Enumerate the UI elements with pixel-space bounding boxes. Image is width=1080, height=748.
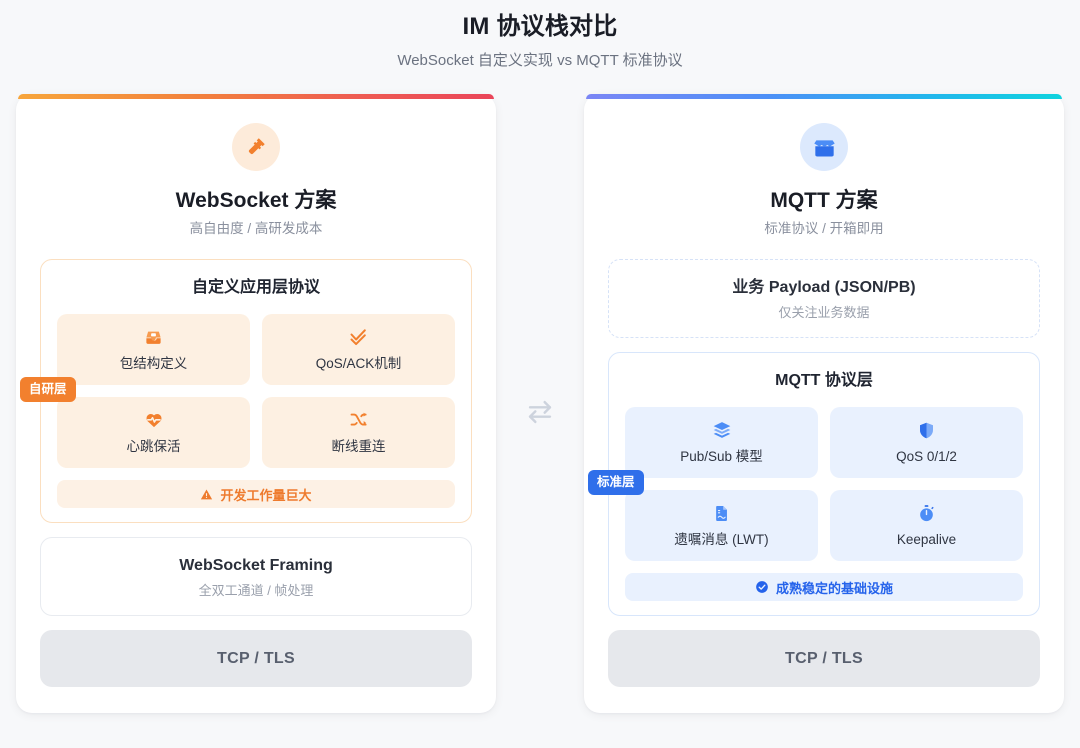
tile-reconnect[interactable]: 断线重连	[262, 397, 455, 468]
tile-qos-ack[interactable]: QoS/ACK机制	[262, 314, 455, 385]
file-script-icon	[633, 503, 810, 523]
mqtt-info-bar: 成熟稳定的基础设施	[625, 573, 1023, 601]
page-title: IM 协议栈对比	[462, 13, 618, 40]
mqtt-accent-bar	[586, 94, 1062, 99]
mqtt-subtitle: 标准协议 / 开箱即用	[764, 221, 884, 236]
tile-packet-structure[interactable]: 包结构定义	[57, 314, 250, 385]
mqtt-base-layer-block: TCP / TLS	[608, 630, 1040, 687]
mqtt-protocol-layer-title: MQTT 协议层	[775, 372, 873, 389]
mqtt-feature-grid: Pub/Sub 模型 QoS 0/1/2	[625, 407, 1023, 561]
tile-pubsub-model[interactable]: Pub/Sub 模型	[625, 407, 818, 478]
layers-icon	[633, 420, 810, 440]
websocket-card-header: WebSocket 方案 高自由度 / 高研发成本	[16, 99, 496, 245]
websocket-warning-bar: 开发工作量巨大	[57, 480, 455, 508]
tile-lwt-message[interactable]: 遗嘱消息 (LWT)	[625, 490, 818, 561]
websocket-app-layer-section: 自研层 自定义应用层协议	[20, 259, 472, 523]
websocket-app-layer-box: 自定义应用层协议 包结构定义	[40, 259, 472, 523]
page-subtitle: WebSocket 自定义实现 vs MQTT 标准协议	[397, 52, 683, 69]
shuffle-icon	[270, 410, 447, 430]
tile-label: QoS/ACK机制	[315, 356, 402, 371]
tile-label: 包结构定义	[119, 356, 188, 371]
websocket-framing-block: WebSocket Framing 全双工通道 / 帧处理	[40, 537, 472, 616]
mqtt-protocol-layer-box: MQTT 协议层 Pub/Sub 模型	[608, 352, 1040, 616]
heart-pulse-icon	[65, 410, 242, 430]
tile-label: 心跳保活	[126, 439, 181, 454]
mqtt-card: MQTT 方案 标准协议 / 开箱即用 业务 Payload (JSON/PB)…	[584, 94, 1064, 713]
websocket-column: WebSocket 方案 高自由度 / 高研发成本 自研层 自定义应用层协议	[16, 94, 496, 713]
hammer-icon	[232, 123, 280, 171]
exchange-separator	[496, 94, 584, 730]
websocket-base-layer-title: TCP / TLS	[217, 650, 295, 667]
check-circle-icon	[755, 580, 769, 594]
websocket-base-layer-block: TCP / TLS	[40, 630, 472, 687]
tile-label: QoS 0/1/2	[896, 449, 957, 464]
exchange-arrows-icon	[526, 398, 554, 426]
mqtt-payload-block: 业务 Payload (JSON/PB) 仅关注业务数据	[608, 259, 1040, 338]
mqtt-protocol-layer-section: 标准层 MQTT 协议层	[588, 352, 1040, 616]
standard-layer-badge: 标准层	[588, 470, 644, 495]
mqtt-card-header: MQTT 方案 标准协议 / 开箱即用	[584, 99, 1064, 245]
mqtt-title: MQTT 方案	[770, 189, 878, 212]
warning-triangle-icon	[200, 488, 213, 501]
comparison-columns: WebSocket 方案 高自由度 / 高研发成本 自研层 自定义应用层协议	[0, 94, 1080, 730]
tile-heartbeat[interactable]: 心跳保活	[57, 397, 250, 468]
websocket-framing-title: WebSocket Framing	[179, 557, 333, 574]
shield-icon	[838, 420, 1015, 440]
tile-keepalive[interactable]: Keepalive	[830, 490, 1023, 561]
websocket-accent-bar	[18, 94, 494, 99]
tile-label: Keepalive	[896, 532, 957, 547]
websocket-subtitle: 高自由度 / 高研发成本	[189, 221, 323, 236]
stopwatch-icon	[838, 503, 1015, 523]
websocket-app-layer-title: 自定义应用层协议	[191, 279, 320, 296]
mqtt-info-text: 成熟稳定的基础设施	[775, 580, 893, 596]
websocket-framing-subtitle: 全双工通道 / 帧处理	[198, 583, 314, 598]
websocket-card: WebSocket 方案 高自由度 / 高研发成本 自研层 自定义应用层协议	[16, 94, 496, 713]
websocket-feature-grid: 包结构定义 QoS/ACK机制	[57, 314, 455, 468]
double-check-icon	[270, 327, 447, 347]
self-developed-layer-badge: 自研层	[20, 377, 76, 402]
websocket-title: WebSocket 方案	[175, 189, 337, 212]
tile-qos-levels[interactable]: QoS 0/1/2	[830, 407, 1023, 478]
websocket-warning-text: 开发工作量巨大	[220, 487, 312, 503]
mqtt-payload-title: 业务 Payload (JSON/PB)	[732, 279, 916, 296]
page-header: IM 协议栈对比 WebSocket 自定义实现 vs MQTT 标准协议	[0, 0, 1080, 72]
mqtt-base-layer-title: TCP / TLS	[785, 650, 863, 667]
tile-label: 断线重连	[331, 439, 386, 454]
mqtt-payload-subtitle: 仅关注业务数据	[778, 305, 870, 320]
inbox-icon	[65, 327, 242, 347]
open-box-icon	[800, 123, 848, 171]
mqtt-column: MQTT 方案 标准协议 / 开箱即用 业务 Payload (JSON/PB)…	[584, 94, 1064, 713]
tile-label: Pub/Sub 模型	[680, 449, 763, 464]
tile-label: 遗嘱消息 (LWT)	[674, 532, 769, 547]
